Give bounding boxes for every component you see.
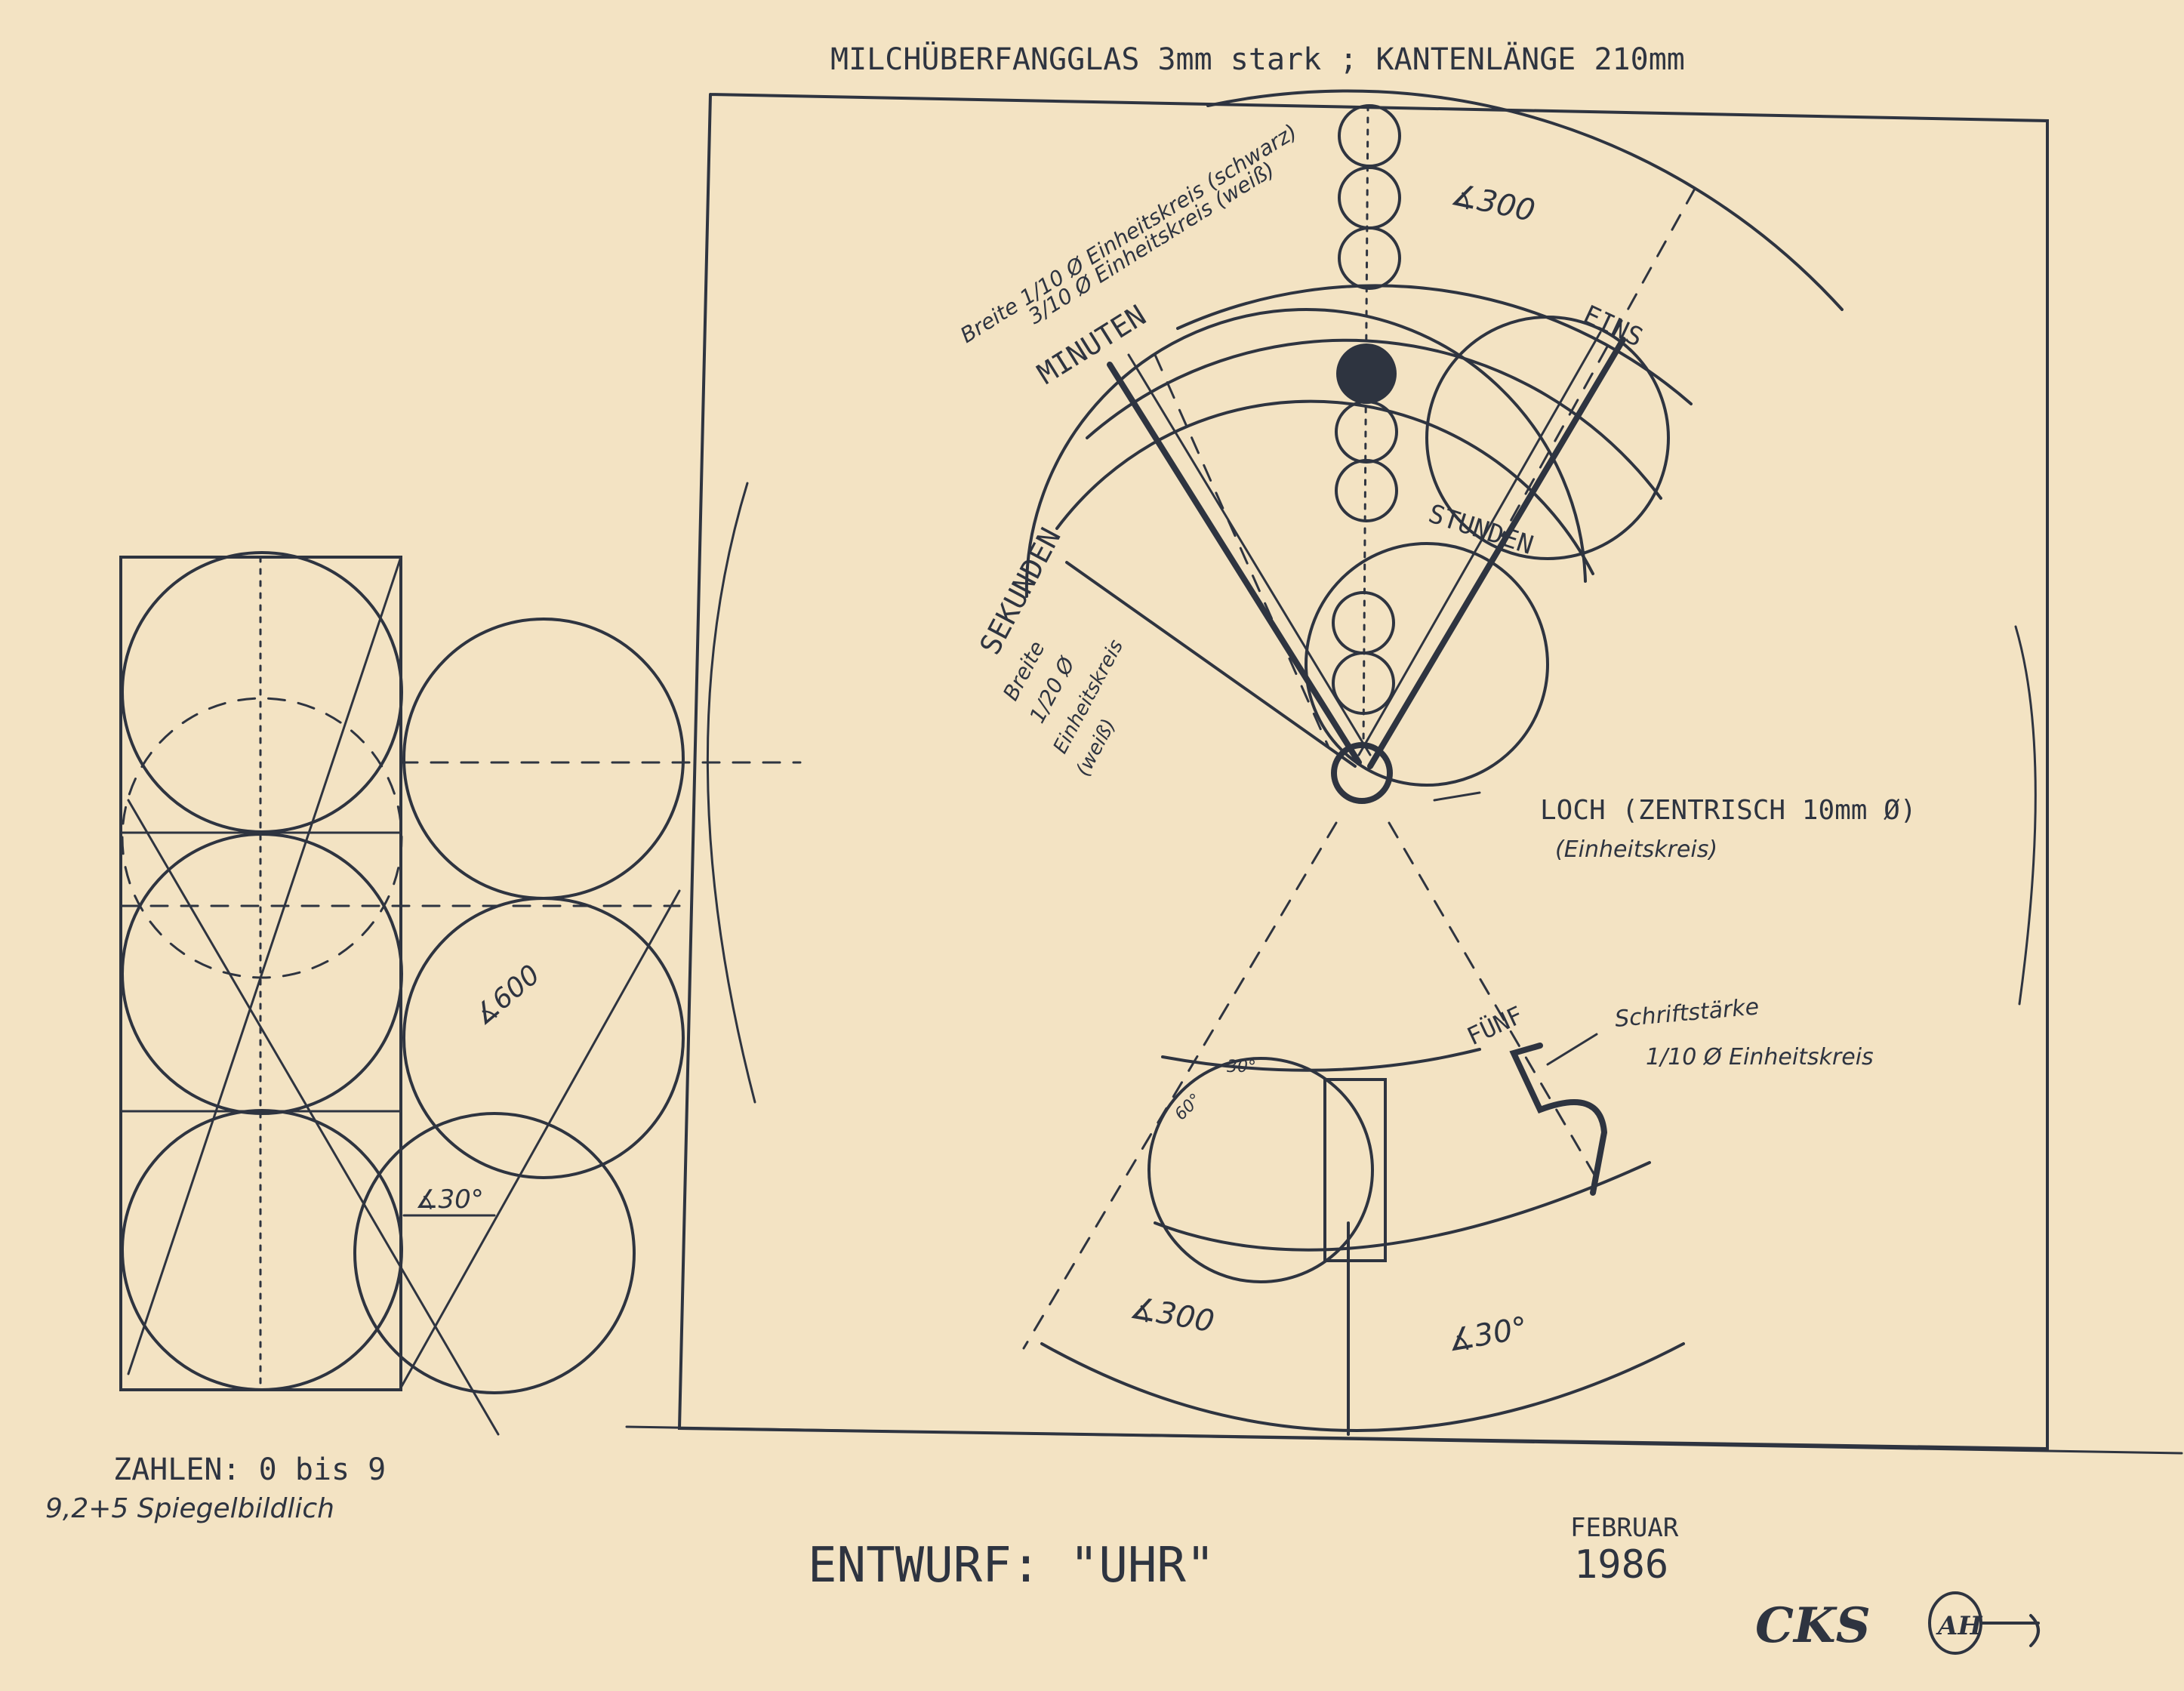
schrift-label: Schriftstärke bbox=[1614, 993, 1760, 1033]
circle-right-top bbox=[402, 618, 685, 900]
entwurf-title: ENTWURF: "UHR" bbox=[808, 1538, 1215, 1594]
fuenf-inner-arc bbox=[1154, 1161, 1651, 1252]
unit-circle bbox=[1338, 226, 1401, 290]
minuten-note-2: 3/10 Ø Einheitskreis (weiß) bbox=[1024, 157, 1279, 329]
fuenf-top-arc bbox=[1161, 1048, 1481, 1072]
eins-label: EINS bbox=[1579, 300, 1647, 353]
digit-construction: ∡600 ∡30° bbox=[119, 482, 802, 1436]
baseline bbox=[625, 1425, 2183, 1455]
second-hand bbox=[1065, 561, 1357, 768]
angle-30-label: ∡30° bbox=[415, 1184, 484, 1215]
minuten-arc bbox=[1176, 284, 1693, 405]
stunden-circle bbox=[1305, 542, 1549, 787]
angle-bottom-right-label: ∡30° bbox=[1445, 1311, 1530, 1359]
sekunden-label: SEKUNDEN bbox=[973, 522, 1067, 660]
circle-mid-dashed bbox=[121, 697, 403, 979]
date-year: 1986 bbox=[1574, 1542, 1668, 1588]
angle-bottom-left-label: ∡300 bbox=[1127, 1291, 1217, 1340]
zahlen-note: ZAHLEN: 0 bis 9 bbox=[113, 1452, 386, 1487]
diagonal-3 bbox=[399, 889, 681, 1391]
unit-circle-column bbox=[1332, 104, 1401, 749]
outer-arc-top bbox=[1206, 89, 1844, 311]
unit-circle bbox=[1338, 104, 1401, 168]
small-30-label: 30° bbox=[1227, 1058, 1256, 1077]
loch-label: LOCH (ZENTRISCH 10mm Ø) bbox=[1540, 795, 1917, 826]
arc-3 bbox=[1055, 399, 1594, 575]
hour-hand bbox=[1367, 337, 1626, 769]
square-outline bbox=[677, 93, 2049, 1451]
schrift-arrow bbox=[1546, 1033, 1598, 1066]
outer-arc-left bbox=[706, 482, 756, 1104]
signature-monogram-1: CKS bbox=[1755, 1597, 1871, 1654]
unit-circle bbox=[1338, 166, 1401, 229]
circle-right-mid bbox=[402, 897, 685, 1179]
angle-600-label: ∡600 bbox=[467, 959, 546, 1032]
date-month: FEBRUAR bbox=[1570, 1513, 1679, 1543]
hour-hand-edge bbox=[1357, 331, 1602, 756]
circle-right-bottom bbox=[353, 1112, 636, 1394]
diagonal-1 bbox=[127, 556, 402, 1375]
right-edge-arc bbox=[2014, 625, 2037, 1006]
center-hole bbox=[1331, 742, 1393, 804]
angle-top-label: ∡300 bbox=[1448, 177, 1538, 229]
fuenf-construction-circle bbox=[1147, 1057, 1374, 1283]
signature-monogram-2: AH bbox=[1936, 1611, 1983, 1641]
column-axis bbox=[1362, 104, 1369, 749]
circle-mid bbox=[121, 833, 403, 1115]
diagonal-2 bbox=[127, 799, 500, 1436]
digit-five-glyph bbox=[1509, 1043, 1608, 1196]
circle-top bbox=[121, 551, 403, 833]
title-text: MILCHÜBERFANGGLAS 3mm stark ; KANTENLÄNG… bbox=[830, 41, 1685, 77]
dashed-radial-lower-left bbox=[1022, 821, 1338, 1350]
schrift-note: 1/10 Ø Einheitskreis bbox=[1646, 1044, 1874, 1070]
eins-circle bbox=[1425, 316, 1670, 560]
circle-bottom bbox=[121, 1109, 403, 1391]
fuenf-stroke-rect bbox=[1323, 1078, 1387, 1262]
loch-arrow bbox=[1433, 791, 1481, 802]
dashed-radial bbox=[1501, 187, 1696, 537]
loch-note: (Einheitskreis) bbox=[1555, 836, 1717, 863]
stunden-arc bbox=[1024, 307, 1587, 598]
dashed-radial-lower-right bbox=[1388, 821, 1602, 1187]
minute-hand-edge bbox=[1127, 353, 1372, 756]
spiegel-note: 9,2+5 Spiegelbildlich bbox=[45, 1493, 334, 1524]
minute-hand bbox=[1107, 362, 1362, 765]
signature: CKS AH bbox=[1755, 1591, 2040, 1655]
signature-mark-3 bbox=[1979, 1614, 2040, 1647]
main-square bbox=[625, 93, 2183, 1455]
outer-arc-bottom bbox=[1040, 1342, 1685, 1432]
dashed-radial-minute bbox=[1154, 353, 1330, 749]
clock-design bbox=[1022, 89, 2037, 1436]
